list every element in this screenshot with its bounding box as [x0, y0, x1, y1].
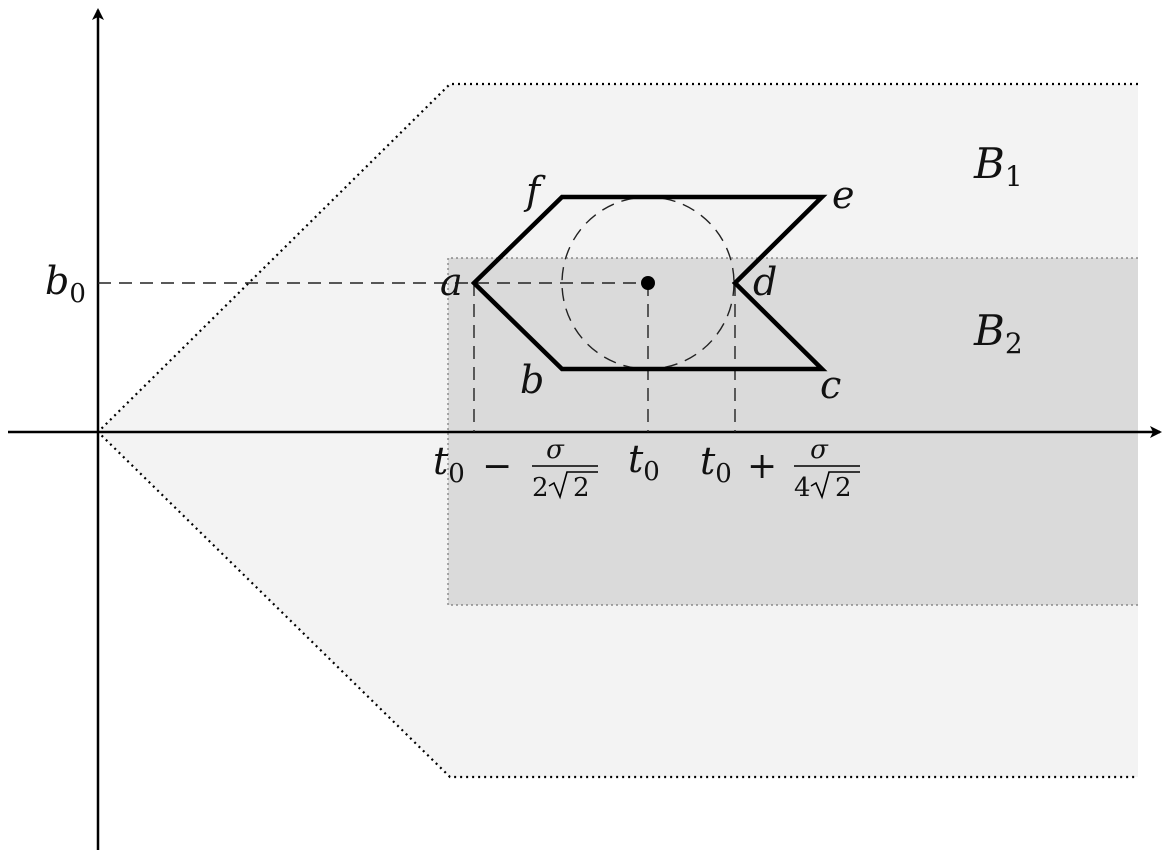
region-label-b2: B2 — [973, 306, 1023, 360]
svg-text:t0: t0 — [433, 439, 465, 489]
vertex-label-d: d — [753, 260, 777, 304]
svg-text:2: 2 — [835, 473, 852, 503]
t0-tick-label: t0 — [628, 437, 660, 487]
svg-text:t0: t0 — [700, 439, 732, 489]
vertex-label-a: a — [440, 260, 463, 304]
svg-text:−: − — [482, 446, 512, 487]
left-tick-label: t0 − σ 2 2 — [433, 435, 598, 503]
center-point — [641, 276, 655, 290]
svg-text:+: + — [747, 446, 777, 487]
svg-text:4: 4 — [794, 473, 811, 503]
vertex-label-e: e — [832, 173, 855, 217]
region-b2-boundary — [447, 257, 1138, 606]
b0-label: b0 — [45, 259, 86, 309]
vertex-label-c: c — [820, 363, 841, 407]
svg-text:2: 2 — [573, 473, 590, 503]
hexagon-abcdef — [470, 194, 828, 372]
svg-text:σ: σ — [546, 435, 565, 465]
svg-text:2: 2 — [532, 473, 549, 503]
right-tick-label: t0 + σ 4 2 — [700, 435, 860, 503]
svg-text:σ: σ — [810, 435, 829, 465]
region-label-b1: B1 — [973, 139, 1023, 193]
vertex-label-b: b — [520, 358, 544, 402]
